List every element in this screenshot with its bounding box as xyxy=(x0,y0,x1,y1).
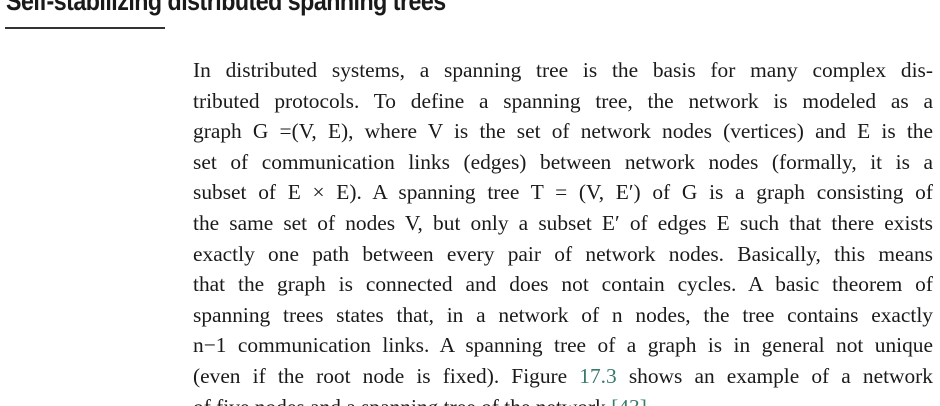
paragraph-line: (even if the root node is fixed). Figure… xyxy=(193,363,934,388)
paragraph: In distributed systems, a spanning tree … xyxy=(193,55,933,406)
paragraph-line: n−1 communication links. A spanning tree… xyxy=(193,333,933,358)
citation-link[interactable]: [43] xyxy=(611,395,647,406)
paragraph-line: set of communication links (edges) betwe… xyxy=(193,149,933,174)
heading-underline xyxy=(5,27,165,29)
paragraph-line: tributed protocols. To define a spanning… xyxy=(193,88,933,113)
paragraph-line: of five nodes and a spanning tree of the… xyxy=(193,392,933,406)
paragraph-line: graph G =(V, E), where V is the set of n… xyxy=(193,119,933,144)
paragraph-line: In distributed systems, a spanning tree … xyxy=(193,58,933,82)
paragraph-line: subset of E × E). A spanning tree T = (V… xyxy=(193,180,933,205)
paragraph-line: the same set of nodes V, but only a subs… xyxy=(193,210,933,235)
paragraph-line: that the graph is connected and does not… xyxy=(193,272,933,297)
paragraph-line: spanning trees states that, in a network… xyxy=(193,302,933,327)
section-heading: Self-stabilizing distributed spanning tr… xyxy=(6,0,446,16)
paragraph-line: exactly one path between every pair of n… xyxy=(193,241,933,266)
figure-reference-link[interactable]: 17.3 xyxy=(579,363,617,388)
